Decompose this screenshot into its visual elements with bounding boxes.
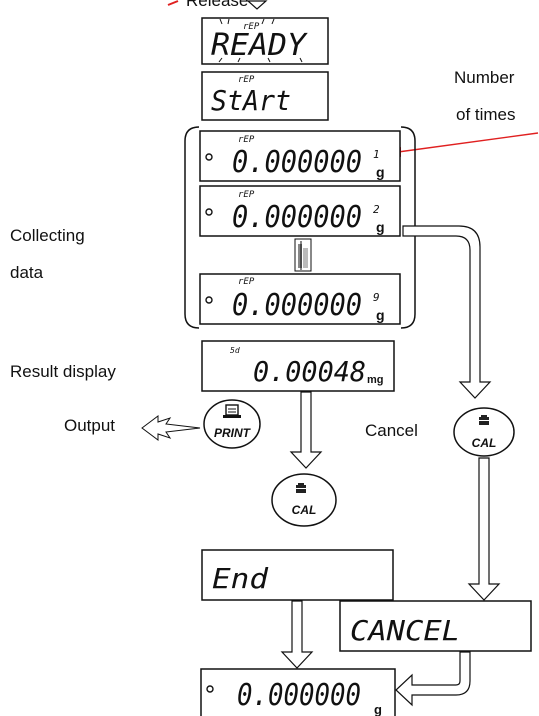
- data-row-2: [199, 185, 401, 237]
- output-label: Output: [64, 416, 115, 435]
- release-arrow-icon: [246, 0, 268, 10]
- stable-mark-icon: [206, 685, 214, 693]
- row2-unit: g: [376, 219, 385, 235]
- release-label: Release: [186, 0, 248, 10]
- final-unit: g: [374, 702, 382, 716]
- collecting-label: Collecting: [10, 226, 85, 245]
- ready-display: [201, 17, 329, 65]
- blink-marks-icon: [218, 18, 303, 63]
- row2-rep-indicator: rEP: [238, 190, 255, 200]
- cancel-cal-key-label: CAL: [472, 436, 497, 450]
- row2-count: 2: [373, 203, 380, 216]
- flow-arrow-end-to-final: [280, 600, 314, 669]
- cancel-label: Cancel: [365, 421, 418, 440]
- output-arrow-icon: [141, 415, 201, 441]
- cancel-text: CANCEL: [350, 614, 460, 647]
- result-value: 0.00048: [253, 355, 366, 388]
- data-row-9: [199, 273, 401, 325]
- number-label: Number: [454, 68, 515, 87]
- start-text: StArt: [211, 84, 291, 117]
- flow-arrow-cancel-to-final: [395, 651, 471, 707]
- start-rep-indicator: rEP: [238, 75, 255, 85]
- final-value: 0.000000: [237, 678, 361, 713]
- flow-arrow-result-to-cal: [289, 391, 323, 469]
- collecting-bracket-left: [184, 126, 200, 329]
- print-key[interactable]: [203, 399, 261, 449]
- final-display: [200, 668, 396, 716]
- print-key-label: PRINT: [214, 426, 252, 440]
- printer-icon: [223, 404, 241, 418]
- data-label: data: [10, 263, 44, 282]
- cancel-cal-key[interactable]: [453, 407, 515, 457]
- data-row-1: [199, 130, 401, 182]
- flow-arrow-cancel-branch: [402, 225, 492, 399]
- row1-unit: g: [376, 164, 385, 180]
- row1-value: 0.000000: [232, 145, 362, 180]
- of-times-label: of times: [456, 105, 516, 124]
- row9-unit: g: [376, 307, 385, 323]
- result-display: [201, 340, 395, 392]
- row9-value: 0.000000: [232, 288, 362, 323]
- ready-rep-indicator: rEP: [243, 22, 260, 32]
- row1-count: 1: [373, 148, 380, 161]
- continuation-icon: [294, 238, 312, 272]
- ready-text: READY: [211, 28, 308, 63]
- cancel-display: [339, 600, 532, 652]
- row1-rep-indicator: rEP: [238, 135, 255, 145]
- stable-mark-icon: [205, 153, 213, 161]
- stable-mark-icon: [205, 296, 213, 304]
- number-pointer-arrow: [390, 132, 539, 157]
- row2-value: 0.000000: [232, 200, 362, 235]
- result-unit: mg: [367, 374, 384, 386]
- cal-key-label: CAL: [292, 503, 317, 517]
- end-display: [201, 549, 394, 601]
- cal-key[interactable]: [271, 473, 337, 527]
- row9-rep-indicator: rEP: [238, 277, 255, 287]
- sd-indicator: 5d: [230, 346, 240, 355]
- result-display-label: Result display: [10, 362, 116, 381]
- start-display: [201, 71, 329, 121]
- flow-arrow-cal-to-cancel: [467, 457, 501, 601]
- row9-count: 9: [373, 291, 380, 304]
- end-text: End: [212, 562, 269, 595]
- stable-mark-icon: [205, 208, 213, 216]
- release-arrow: [167, 0, 179, 6]
